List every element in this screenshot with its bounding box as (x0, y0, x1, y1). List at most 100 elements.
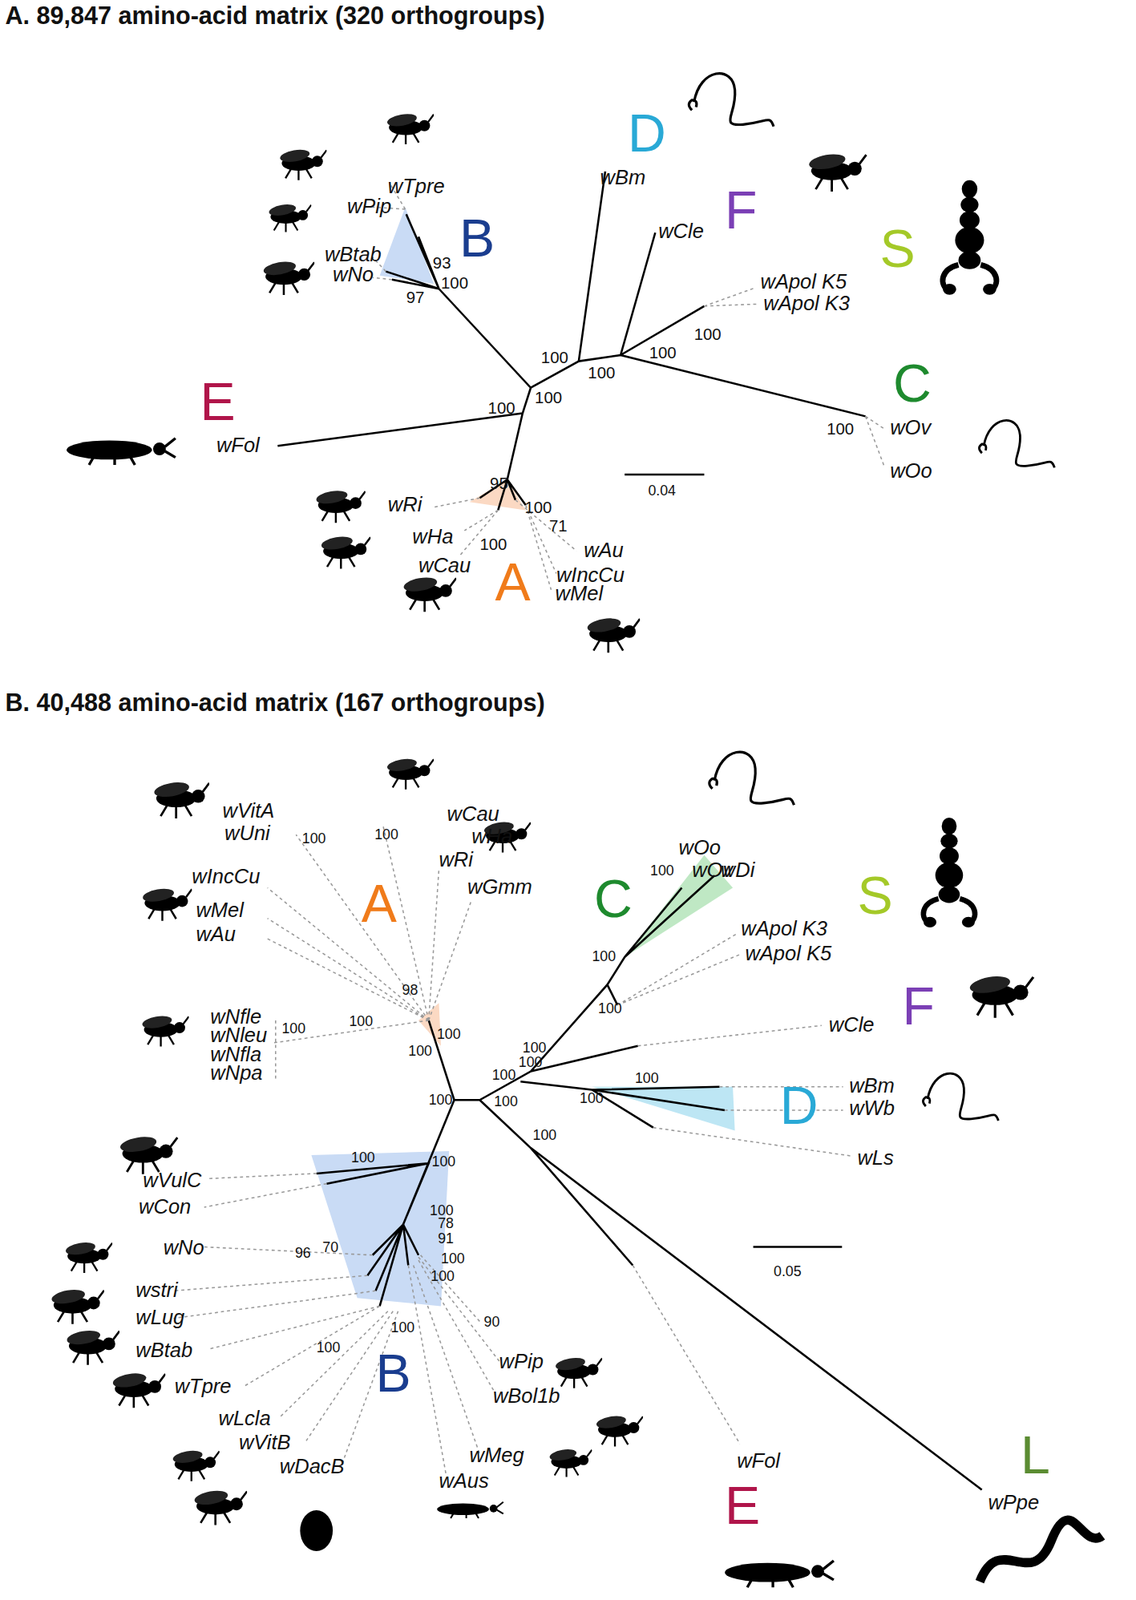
bootstrap-value: 100 (634, 1071, 659, 1087)
bootstrap-value: 100 (316, 1341, 341, 1356)
taxon-name: wPip (499, 1351, 544, 1373)
taxon-name: wCau (447, 804, 500, 825)
taxon-name: wGmm (467, 877, 533, 898)
taxon-name: wNpa (210, 1063, 263, 1084)
taxon-name: wApol K5 (760, 271, 848, 293)
bootstrap-value: 100 (493, 1095, 518, 1110)
taxon-name: wWb (848, 1098, 895, 1120)
taxon-name: wBm (600, 167, 647, 189)
bootstrap-value: 100 (440, 274, 469, 292)
clade-letter: S (857, 869, 893, 922)
bootstrap-value: 100 (518, 1055, 543, 1071)
bootstrap-value: 78 (437, 1216, 454, 1232)
taxon-name: wHa (412, 526, 453, 548)
bootstrap-value: 100 (351, 1151, 376, 1166)
clade-letter: L (1020, 1428, 1051, 1482)
panel-title: B. 40,488 amino-acid matrix (167 orthogr… (4, 690, 545, 716)
taxon-name: wLug (135, 1307, 185, 1329)
taxon-name: wLcla (218, 1408, 271, 1430)
bootstrap-value: 95 (489, 475, 509, 492)
clade-letter: E (724, 1479, 761, 1533)
taxon-name: wVulC (142, 1170, 202, 1192)
taxon-name: wFol (736, 1451, 781, 1472)
taxon-name: wDacB (279, 1456, 345, 1478)
taxon-name: wDi (720, 860, 756, 882)
clade-letter: F (902, 979, 935, 1033)
bootstrap-value: 100 (694, 326, 722, 343)
taxon-name: wBtab (324, 244, 382, 266)
taxon-name: wApol K3 (740, 918, 828, 940)
bootstrap-value: 100 (598, 1002, 623, 1017)
bootstrap-value: 100 (302, 832, 327, 847)
clade-letter: B (375, 1346, 412, 1400)
taxon-name: wTpre (388, 176, 445, 198)
bootstrap-value: 100 (488, 400, 516, 417)
taxon-name: wCon (138, 1196, 191, 1218)
bootstrap-value: 100 (541, 349, 569, 366)
clade-letter: A (361, 877, 397, 930)
bootstrap-value: 100 (408, 1044, 433, 1060)
taxon-name: wIncCu (191, 866, 260, 888)
taxon-name: wBtab (135, 1340, 193, 1362)
scale-bar-label: 0.04 (647, 484, 676, 499)
bootstrap-value: 98 (402, 983, 419, 999)
taxon-name: wUni (224, 823, 271, 845)
taxon-name: wVitB (238, 1432, 292, 1454)
taxon-name: wPpe (987, 1492, 1039, 1514)
clade-letter: F (724, 183, 757, 237)
bootstrap-value: 100 (579, 1091, 604, 1107)
taxon-name: wOv (889, 417, 931, 439)
clade-letter: D (780, 1079, 819, 1132)
bootstrap-value: 100 (479, 536, 507, 553)
bootstrap-value: 100 (428, 1093, 453, 1108)
bootstrap-value: 100 (440, 1252, 465, 1267)
taxon-name: wBol1b (493, 1386, 561, 1407)
bootstrap-value: 100 (391, 1321, 416, 1336)
taxon-name: wAu (195, 924, 236, 946)
taxon-name: wAus (438, 1471, 489, 1492)
clade-letter: E (200, 375, 236, 429)
taxon-name: wNo (163, 1237, 205, 1259)
bootstrap-value: 96 (295, 1246, 312, 1262)
taxon-name: wRi (438, 849, 473, 871)
bootstrap-value: 100 (348, 1014, 373, 1030)
bootstrap-value: 100 (533, 1128, 558, 1144)
bootstrap-value: 100 (281, 1022, 306, 1037)
taxon-name: wNo (332, 264, 374, 286)
taxon-name: wMel (555, 583, 604, 605)
bootstrap-value: 100 (534, 389, 562, 406)
taxon-name: wstri (135, 1280, 178, 1302)
clade-letter: C (594, 872, 633, 926)
taxon-name: wMel (195, 900, 244, 922)
taxon-name: wRi (388, 494, 423, 516)
bootstrap-value: 100 (432, 1155, 457, 1170)
taxon-name: wNfla (210, 1044, 262, 1066)
taxon-name: wIncCu (556, 565, 625, 587)
taxon-name: wAu (583, 540, 624, 562)
bootstrap-value: 100 (524, 499, 552, 516)
bootstrap-value: 100 (826, 420, 854, 437)
taxon-name: wFol (216, 435, 260, 457)
taxon-name: wOo (679, 837, 721, 859)
bootstrap-value: 100 (591, 950, 616, 965)
bootstrap-value: 100 (587, 364, 615, 381)
bootstrap-value: 100 (430, 1269, 455, 1285)
clade-letter: B (459, 211, 495, 265)
bootstrap-value: 100 (436, 1027, 461, 1043)
clade-letter: D (627, 106, 667, 160)
taxon-name: wOo (889, 460, 932, 482)
panel-title: A. 89,847 amino-acid matrix (320 orthogr… (4, 3, 545, 29)
taxon-name: wHa (471, 826, 513, 848)
bootstrap-value: 100 (374, 828, 399, 843)
bootstrap-value: 100 (492, 1068, 517, 1084)
bootstrap-value: 100 (649, 344, 677, 361)
bootstrap-value: 70 (322, 1241, 339, 1256)
taxon-name: wNleu (210, 1025, 267, 1047)
taxon-name: wLs (857, 1148, 894, 1169)
taxon-name: wTpre (174, 1376, 232, 1398)
clade-letter: A (495, 555, 531, 609)
clade-letter: C (893, 356, 932, 410)
bootstrap-value: 100 (522, 1041, 547, 1056)
taxon-name: wCau (418, 555, 471, 577)
taxon-name: wBm (848, 1075, 895, 1097)
